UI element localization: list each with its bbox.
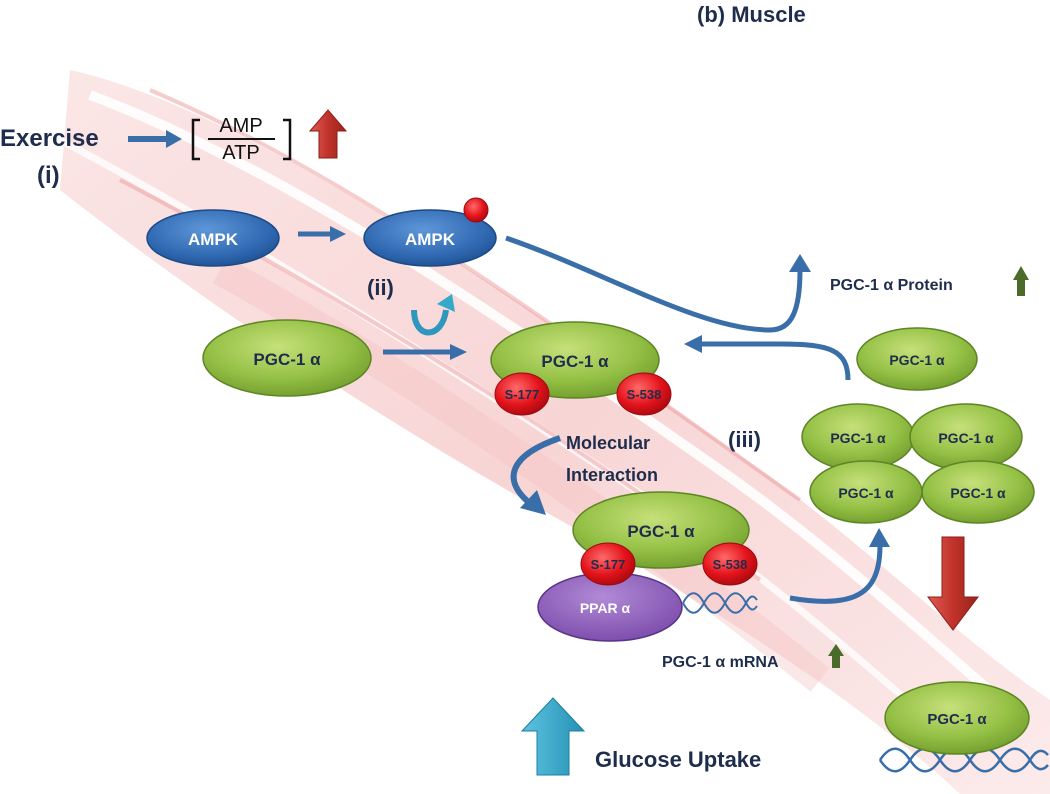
ampk-inactive-label: AMPK	[188, 230, 239, 249]
mrna-label: PGC-1 α mRNA	[662, 654, 779, 671]
pgc1a-cluster-label-1: PGC-1 α	[830, 430, 886, 446]
step-ii-label: (ii)	[367, 275, 394, 300]
s538-label-1: S-538	[627, 387, 662, 402]
protein-label: PGC-1 α Protein	[830, 277, 953, 294]
expression-arrowhead	[869, 528, 890, 547]
s538-label-2: S-538	[713, 557, 748, 572]
phosphorylation-curve-arrow	[411, 294, 455, 336]
ampk-inactive: AMPK	[146, 209, 280, 267]
ampk-phospho-dot	[463, 197, 489, 223]
ampk-active-label: AMPK	[405, 230, 456, 249]
pgc1a-ppar-complex: PPAR α PGC-1 α S-177 S-538	[537, 491, 758, 642]
ppar-label: PPAR α	[580, 600, 631, 616]
exercise-arrow	[128, 130, 182, 148]
pgc1a-on-dna: PGC-1 α	[878, 681, 1049, 773]
protein-increase-arrow	[1013, 266, 1029, 296]
pgc1a-label-2: PGC-1 α	[541, 352, 609, 371]
atp-label: ATP	[222, 142, 259, 164]
s177-label-1: S-177	[505, 387, 540, 402]
pgc-phosphorylation-arrow	[383, 344, 467, 360]
pgc1a-free: PGC-1 α	[856, 327, 978, 391]
pgc1a-label-1: PGC-1 α	[253, 350, 321, 369]
dna-helix-small	[682, 592, 758, 614]
ampk-active: AMPK	[363, 197, 497, 267]
amp-atp-ratio: AMP ATP	[191, 115, 292, 164]
exercise-label: Exercise	[0, 125, 99, 152]
ampk-to-protein-arrow	[505, 235, 803, 333]
pgc1a-cluster-label-2: PGC-1 α	[938, 430, 994, 446]
step-i-label: (i)	[37, 162, 60, 189]
glucose-uptake-arrow	[520, 697, 586, 776]
glucose-uptake-label: Glucose Uptake	[595, 747, 761, 772]
pgc1a-label-3: PGC-1 α	[627, 522, 695, 541]
amp-label: AMP	[219, 115, 262, 137]
figure-title: (b) Muscle	[697, 2, 806, 27]
dna-helix-large	[878, 747, 1049, 773]
interaction-label-line2: Interaction	[566, 465, 658, 485]
s177-label-2: S-177	[591, 557, 626, 572]
mrna-increase-arrow	[828, 644, 844, 668]
step-iii-label: (iii)	[728, 427, 761, 452]
ratio-increase-arrow	[308, 109, 348, 159]
pgc1a-phosphorylated: PGC-1 α S-177 S-538	[490, 321, 672, 416]
feedback-arrow	[700, 341, 851, 381]
pgc1a-cluster-label-3: PGC-1 α	[838, 485, 894, 501]
interaction-arrow	[510, 435, 561, 515]
ampk-activation-arrow	[298, 226, 346, 242]
interaction-label-line1: Molecular	[566, 433, 650, 453]
expression-arrow	[789, 544, 883, 604]
pgc1a-cluster-label-4: PGC-1 α	[950, 485, 1006, 501]
pgc1a-unphosphorylated: PGC-1 α	[202, 319, 372, 397]
down-regulation-arrow	[926, 536, 980, 631]
pgc1a-cluster: PGC-1 α PGC-1 α PGC-1 α PGC-1 α	[801, 403, 1035, 524]
pgc1a-label-5: PGC-1 α	[927, 711, 987, 728]
pgc1a-label-4: PGC-1 α	[889, 352, 945, 368]
feedback-arrowhead	[684, 335, 702, 353]
protein-arrowhead	[789, 254, 811, 272]
